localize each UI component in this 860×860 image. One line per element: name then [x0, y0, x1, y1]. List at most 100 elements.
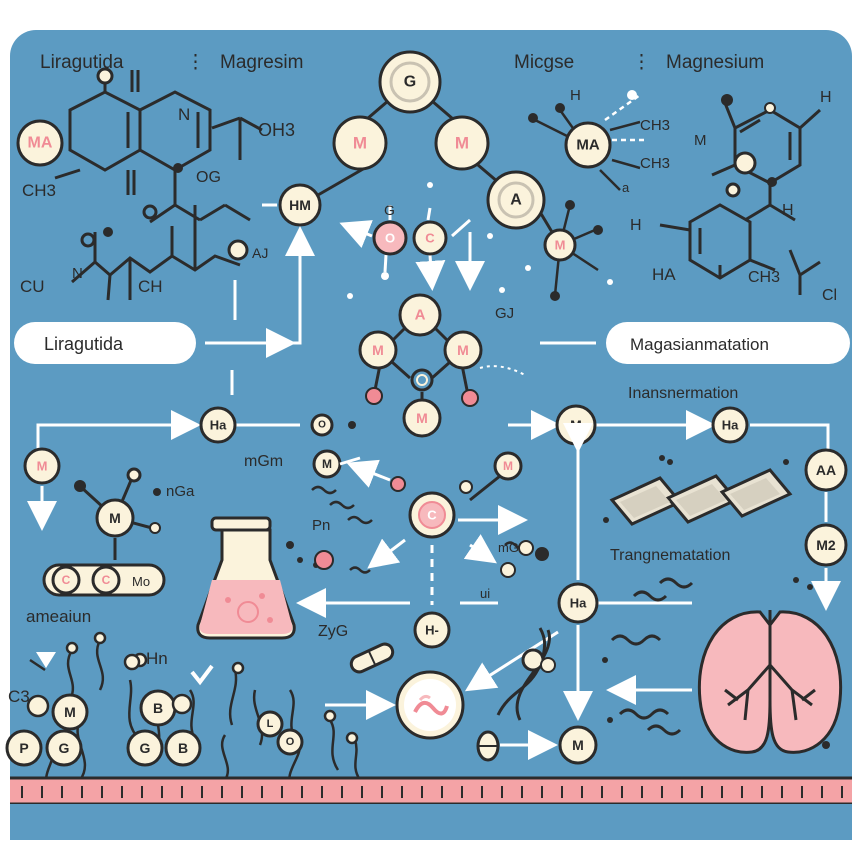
- label-left-c3: C3: [8, 687, 30, 706]
- atom-ring: [149, 522, 161, 534]
- bond: [469, 474, 501, 502]
- atom-dot: [550, 291, 560, 301]
- cell-vesicle-icon: [395, 670, 465, 740]
- label-gj: GJ: [495, 305, 514, 322]
- node-h-mid-right: Ha: [711, 406, 749, 444]
- node-o-small: O: [372, 220, 408, 256]
- node-m-center-bottom-label: M: [416, 410, 428, 426]
- node-m-center-left-label: M: [372, 342, 384, 358]
- node-m-a-label: M: [555, 238, 566, 253]
- label-transformation-top: Inansnermation: [628, 385, 738, 402]
- node-g-label: G: [59, 740, 70, 756]
- label-ha: HA: [652, 265, 676, 284]
- node-mgm-m-label: M: [322, 457, 332, 471]
- label-ch3-left: CH3: [22, 181, 56, 200]
- node-h-center-label: H-: [425, 623, 439, 638]
- node-c-small-label: C: [425, 231, 435, 246]
- atom-dot: [74, 480, 86, 492]
- membrane-ticks: [21, 786, 843, 798]
- node-h-mid-right-label: Ha: [722, 418, 739, 433]
- node-o-left-label: O: [318, 420, 326, 431]
- node-hm: HM: [278, 183, 322, 227]
- lungs-icon: [697, 610, 843, 754]
- pill-left: [14, 322, 196, 364]
- node-o-3-label: O: [286, 736, 295, 748]
- atom-ring: [733, 151, 757, 175]
- node-m-mid-label: M: [570, 417, 582, 433]
- label-h-ring: H: [782, 202, 794, 219]
- label-pn: Pn: [312, 517, 330, 534]
- wiggles-right: [610, 577, 694, 736]
- atom-ring: [123, 653, 141, 671]
- node-c-center-label: C: [427, 508, 437, 523]
- node-g-top: G: [378, 50, 442, 114]
- node-c-chain2-label: C: [102, 573, 111, 587]
- node-p-label: P: [19, 740, 28, 756]
- top-label-magresim: Magresim: [220, 52, 303, 73]
- atom-ring: [521, 648, 545, 672]
- label-n-top: N: [178, 105, 190, 124]
- node-c-small: C: [412, 220, 448, 256]
- label-aj: AJ: [252, 245, 268, 261]
- node-m-a: M: [543, 228, 577, 262]
- label-h-mid: H: [630, 217, 642, 234]
- node-ma-left: [16, 119, 64, 167]
- node-g-2-label: G: [140, 740, 151, 756]
- membrane-strip: [10, 778, 852, 804]
- label-m-right: M: [694, 132, 707, 149]
- label-cu: CU: [20, 277, 45, 296]
- divider-2: ⋮: [632, 52, 651, 73]
- atom-ring: [126, 467, 142, 483]
- node-c-center: C: [408, 491, 456, 539]
- label-ch3-ha: CH3: [748, 269, 780, 286]
- pill-left-label: Liragutida: [44, 334, 124, 354]
- atom-ring: [80, 232, 96, 248]
- node-m-mol: M: [95, 498, 135, 538]
- node-ma-right-label: MA: [576, 137, 599, 154]
- node-m2: M2: [804, 523, 848, 567]
- ma-right-dashes: [604, 93, 645, 142]
- label-chain-mo: Mo: [132, 574, 150, 589]
- node-hm-label: HM: [289, 197, 311, 213]
- top-label-magnesium: Magnesium: [666, 52, 764, 73]
- atom-dot: [153, 488, 161, 496]
- atom-ring: [764, 102, 776, 114]
- atom-ring: [142, 204, 158, 220]
- label-g-small: G: [384, 202, 395, 218]
- molecule-left-chain: [71, 205, 241, 301]
- label-cl: Cl: [822, 287, 837, 304]
- node-p: P: [5, 729, 43, 767]
- capsule-icon: [349, 642, 395, 674]
- node-c-chain1: C: [51, 565, 81, 595]
- node-b-2: B: [164, 729, 202, 767]
- node-m-bottom-label: M: [572, 737, 584, 753]
- label-ch3-right2: CH3: [640, 155, 670, 172]
- node-m-center-left: M: [358, 330, 398, 370]
- atom-dot: [173, 163, 183, 173]
- node-a-center-label: A: [415, 307, 426, 324]
- node-m-right: M: [434, 115, 490, 171]
- pill-right: [606, 322, 850, 364]
- label-ui: ui: [480, 586, 490, 601]
- squiggles-center: [311, 485, 526, 574]
- top-label-liragutida: Liragutida: [40, 52, 124, 73]
- atom-dot: [381, 272, 389, 280]
- atom-ring: [540, 657, 556, 673]
- atom-ring: [500, 562, 516, 578]
- node-o-left: O: [310, 413, 334, 437]
- label-n-chain: N: [72, 265, 83, 282]
- node-m-leftside-label: M: [37, 459, 48, 474]
- label-amesium: ameaiun: [26, 607, 91, 626]
- divider: ⋮: [186, 52, 205, 73]
- node-m-right-label: M: [455, 134, 469, 153]
- node-m-center-right-label: M: [457, 342, 469, 358]
- node-l: L: [256, 710, 284, 738]
- atom-pink: [365, 387, 383, 405]
- label-ch: CH: [138, 277, 163, 296]
- node-m-mol-label: M: [109, 510, 121, 526]
- node-m2-label: M2: [816, 537, 836, 553]
- atom-ring-center: [410, 368, 434, 392]
- triangle-icon: [36, 652, 56, 668]
- node-b-label: B: [153, 700, 163, 716]
